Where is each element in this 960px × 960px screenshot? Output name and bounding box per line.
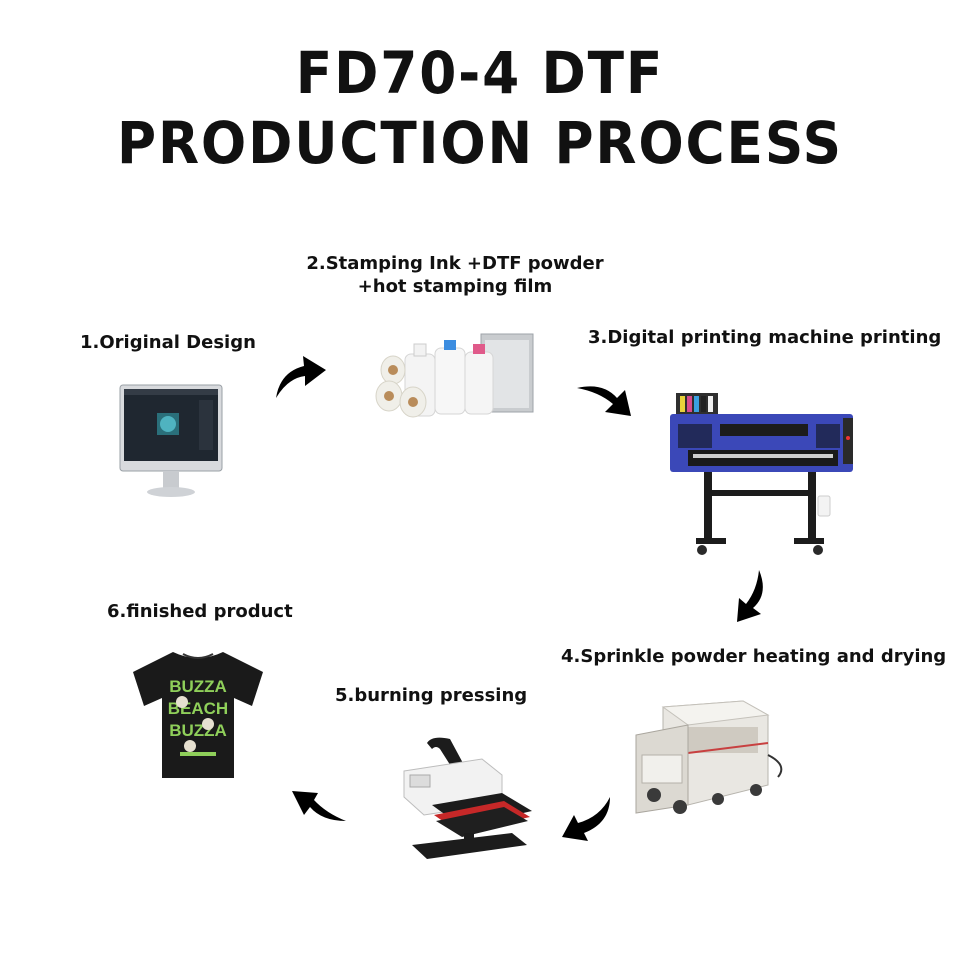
step-4-label: 4.Sprinkle powder heating and drying <box>561 646 947 667</box>
arrow-5-to-6-icon <box>292 791 346 821</box>
ink-bottles-and-film-rolls <box>375 333 534 418</box>
dtf-printer <box>670 393 853 555</box>
arrow-2-to-3-icon <box>577 386 631 416</box>
heat-press <box>403 737 532 859</box>
step-2-label-line-2: +hot stamping film <box>357 276 553 298</box>
printed-tshirt: BUZZA BEACH BUZZA <box>133 652 263 778</box>
arrow-4-to-5-icon <box>562 797 610 841</box>
arrow-3-to-4-icon <box>737 570 763 622</box>
step-2-label-line-1: 2.Stamping Ink +DTF powder <box>306 253 604 274</box>
step-6-label: 6.finished product <box>107 601 293 622</box>
step-2-label: 2.Stamping Ink +DTF powder +hot stamping… <box>300 252 610 299</box>
powder-shaker-dryer <box>635 700 783 814</box>
monitor-icon <box>119 384 223 497</box>
page-title-line-1: FD70-4 DTF <box>295 39 665 107</box>
step-3-label: 3.Digital printing machine printing <box>588 327 942 348</box>
step-1-label: 1.Original Design <box>80 332 256 353</box>
arrow-1-to-2-icon <box>276 356 326 398</box>
tshirt-print-line-3: BUZZA <box>169 721 227 740</box>
step-5-label: 5.burning pressing <box>335 685 528 706</box>
tshirt-print-line-1: BUZZA <box>169 677 227 696</box>
page-title-line-2: PRODUCTION PROCESS <box>117 109 843 177</box>
